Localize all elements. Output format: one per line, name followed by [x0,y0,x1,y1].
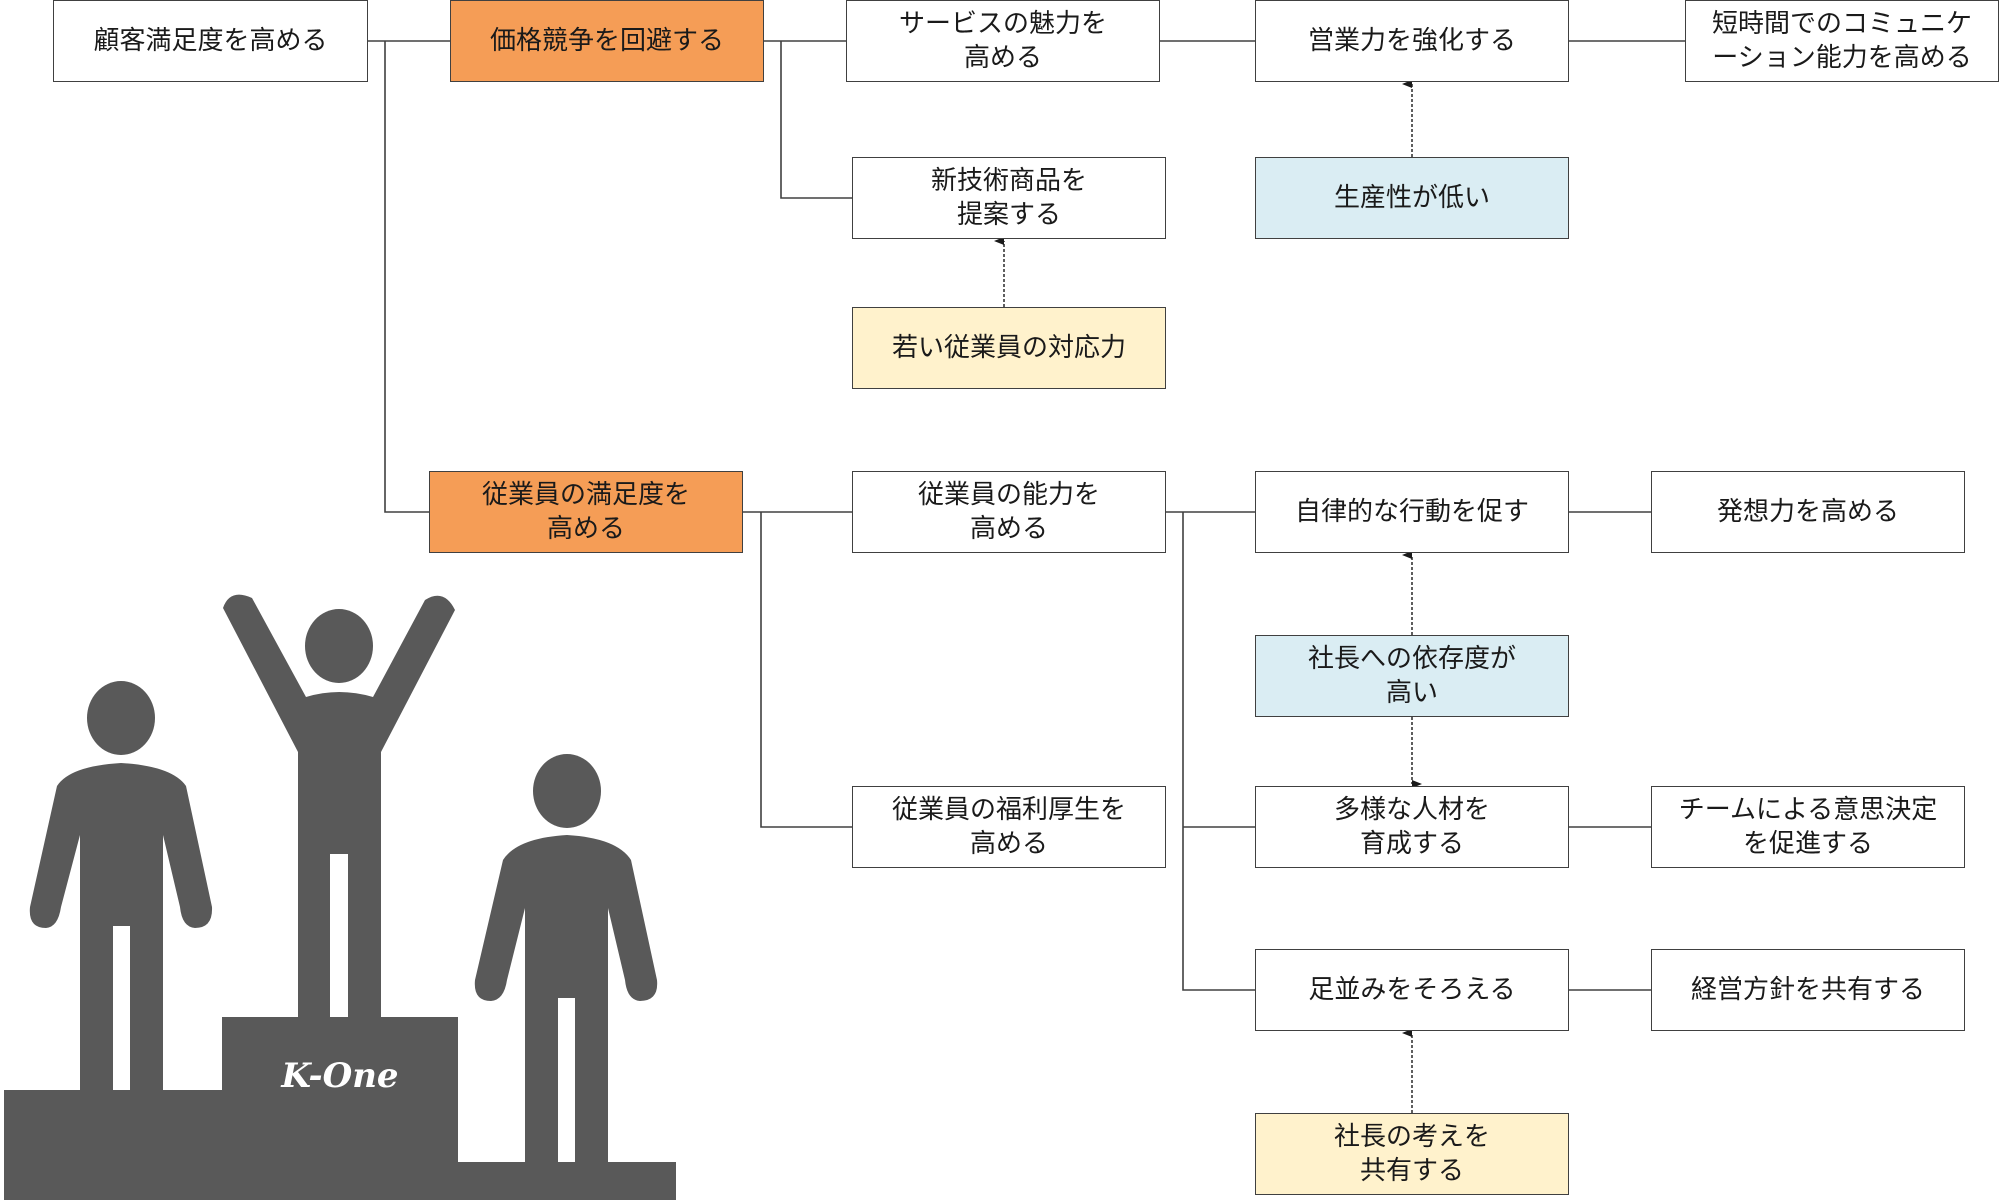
node-share-president-vision: 社長の考えを 共有する [1255,1113,1569,1195]
node-service-appeal: サービスの魅力を 高める [846,0,1160,82]
node-employee-satisfaction: 従業員の満足度を 高める [429,471,743,553]
node-align-steps: 足並みをそろえる [1255,949,1569,1031]
node-root: 顧客満足度を高める [53,0,368,82]
podium-second-block [4,1090,224,1200]
node-avoid-price-competition: 価格競争を回避する [450,0,764,82]
podium-third-block [456,1162,676,1200]
person-first [223,594,455,1017]
node-short-communication: 短時間でのコミュニケ ーション能力を高める [1685,0,1999,82]
node-strengthen-sales: 営業力を強化する [1255,0,1569,82]
person-third [474,754,658,1162]
node-dependence-on-president: 社長への依存度が 高い [1255,635,1569,717]
node-employee-welfare: 従業員の福利厚生を 高める [852,786,1166,868]
node-young-staff-response: 若い従業員の対応力 [852,307,1166,389]
podium-logo-text: K-One [280,1056,398,1096]
node-share-policy: 経営方針を共有する [1651,949,1965,1031]
node-employee-ability: 従業員の能力を 高める [852,471,1166,553]
podium-winners-icon: K-One [4,594,676,1200]
edge-ability-to-diverse-align [1182,512,1255,991]
edge-price-to-newtech [780,41,852,199]
podium-first-block [222,1017,458,1200]
node-autonomous-action: 自律的な行動を促す [1255,471,1569,553]
node-diverse-talent: 多様な人材を 育成する [1255,786,1569,868]
node-propose-new-tech: 新技術商品を 提案する [852,157,1166,239]
node-creativity: 発想力を高める [1651,471,1965,553]
edge-employee-to-welfare [760,512,852,828]
edge-root-to-employee [384,41,429,513]
person-second [29,681,213,1090]
node-team-decision: チームによる意思決定 を促進する [1651,786,1965,868]
node-low-productivity: 生産性が低い [1255,157,1569,239]
